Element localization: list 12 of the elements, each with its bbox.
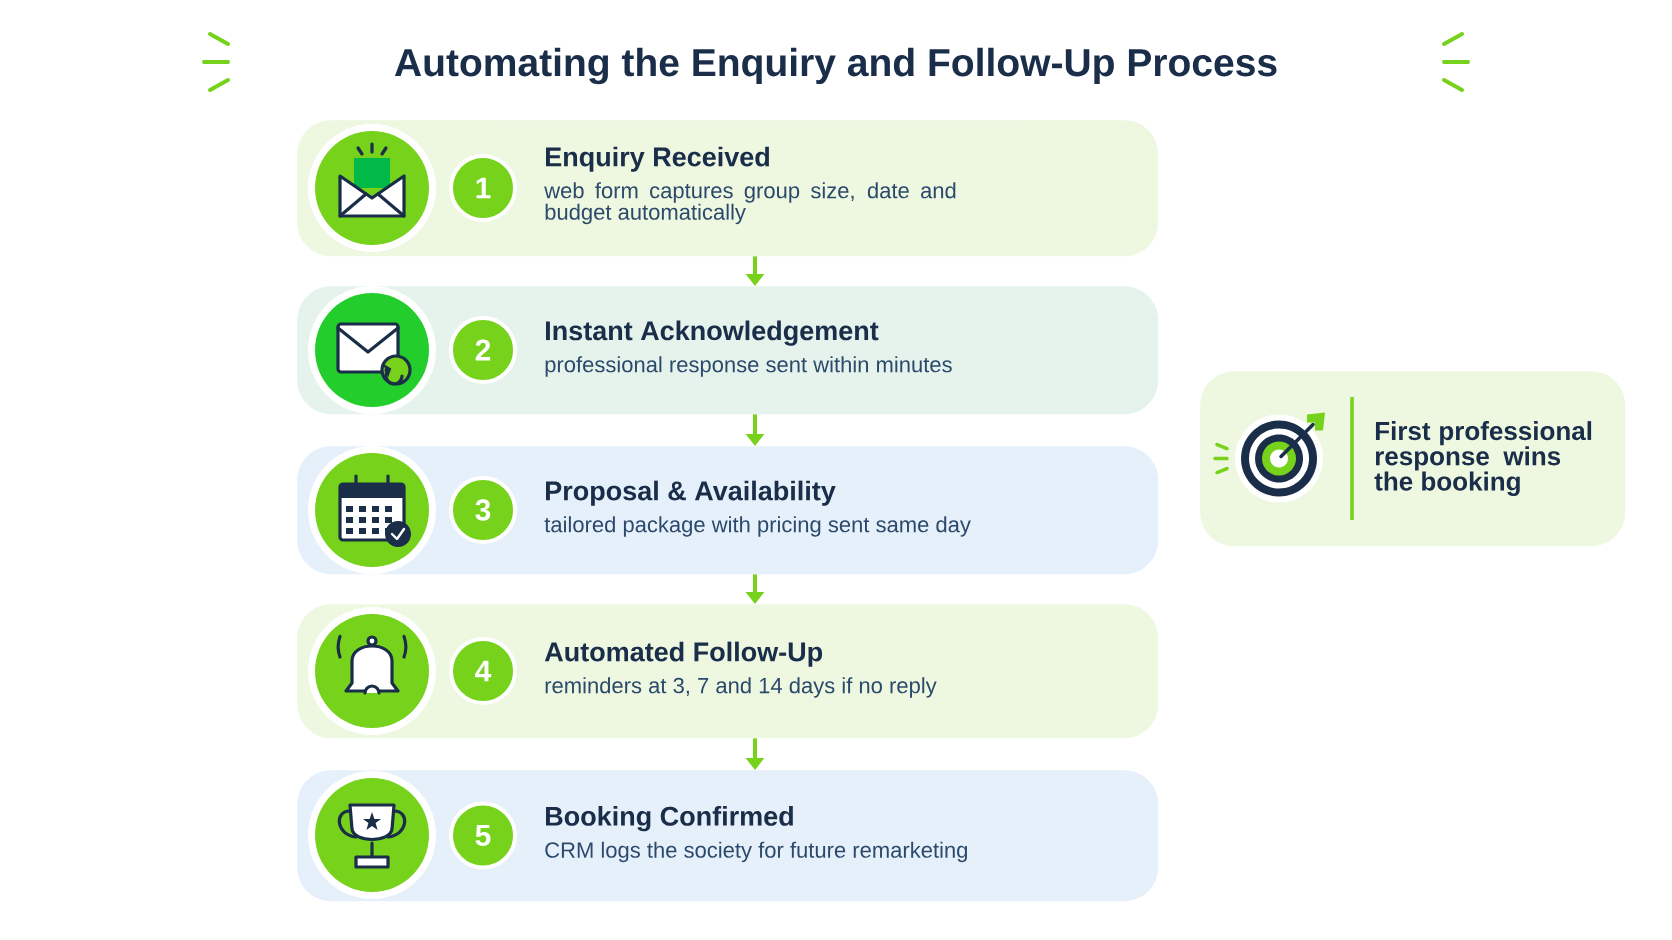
step-description: web form captures group size, date and budget automatically	[544, 182, 956, 225]
step-heading: Instant Acknowledgement	[546, 320, 879, 346]
step-heading: Automated Follow-Up	[544, 641, 823, 667]
step-heading: Booking Confirmed	[546, 806, 793, 832]
callout-text: First professional response wins the booking	[1374, 421, 1592, 496]
step-description: CRM logs the society for future remarketing	[545, 841, 967, 863]
title: Automating the Enquiry and Follow-Up Process	[394, 47, 1277, 85]
step-description: tailored package with pricing sent same day	[544, 516, 971, 537]
step-heading: Enquiry Received	[546, 146, 769, 172]
step-heading: Proposal & Availability	[546, 480, 836, 506]
step-description: reminders at 3, 7 and 14 days if no reply	[545, 677, 937, 698]
step-description: professional response sent within minutes	[545, 356, 952, 377]
